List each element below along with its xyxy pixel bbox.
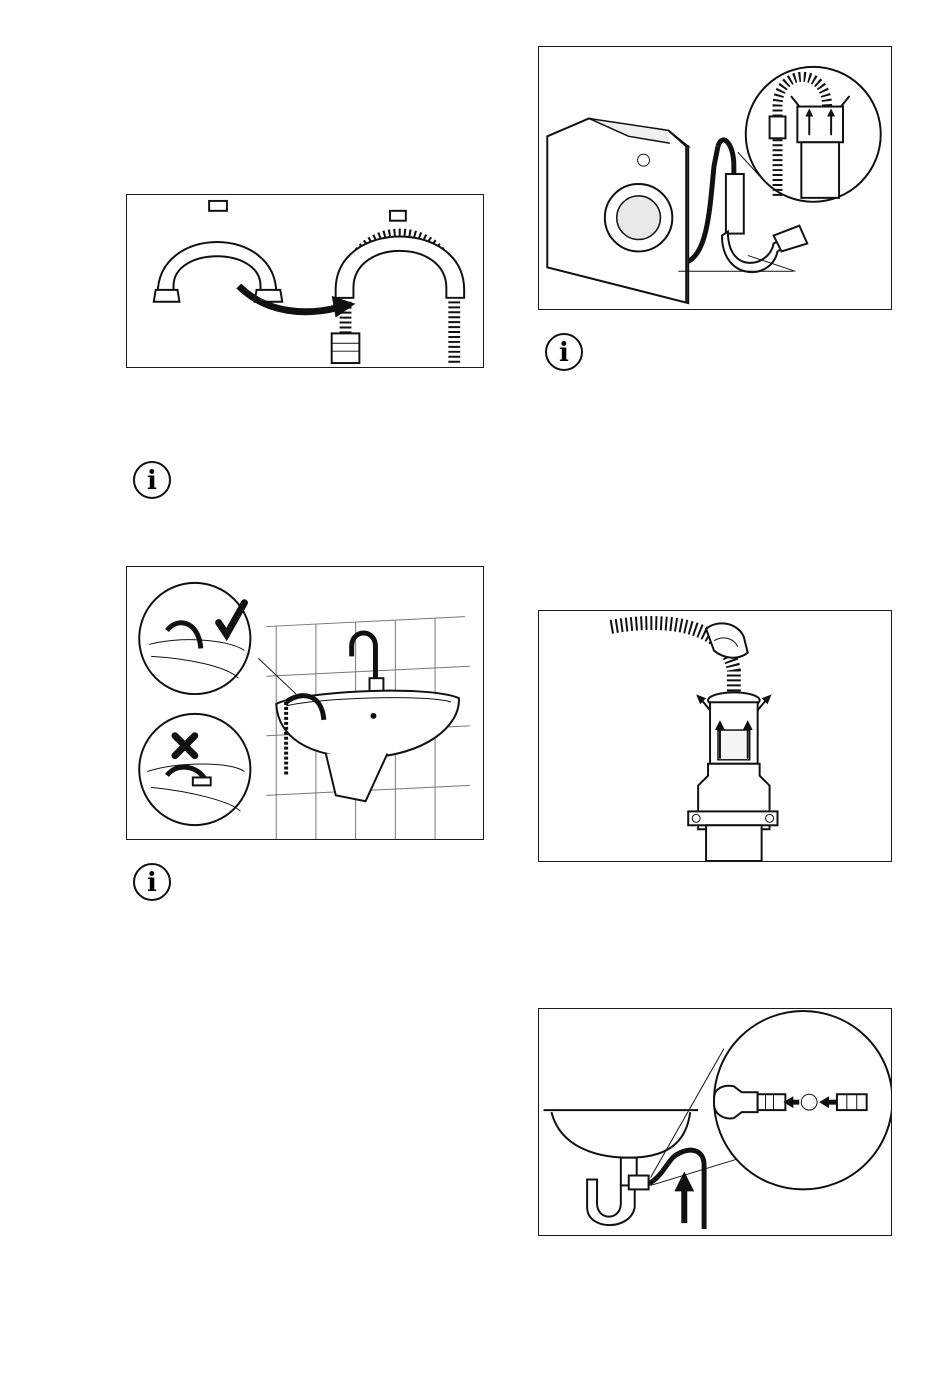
info-glyph: i xyxy=(147,466,157,496)
figure-washer-standpipe xyxy=(538,46,892,310)
info-glyph: i xyxy=(559,338,569,368)
info-icon: i xyxy=(132,460,172,500)
info-glyph: i xyxy=(147,868,157,898)
figure-hose-guide xyxy=(126,194,484,368)
figure-sink-hose xyxy=(126,566,484,840)
info-icon: i xyxy=(544,332,584,372)
sink-trap-icon xyxy=(539,1009,891,1235)
figure-hand-standpipe xyxy=(538,610,892,862)
washing-machine-icon xyxy=(539,47,891,309)
hose-guide-icon xyxy=(127,195,483,367)
sink-icon xyxy=(127,567,483,839)
hand-hose-icon xyxy=(539,611,891,861)
figure-sink-trap xyxy=(538,1008,892,1236)
info-icon: i xyxy=(132,862,172,902)
